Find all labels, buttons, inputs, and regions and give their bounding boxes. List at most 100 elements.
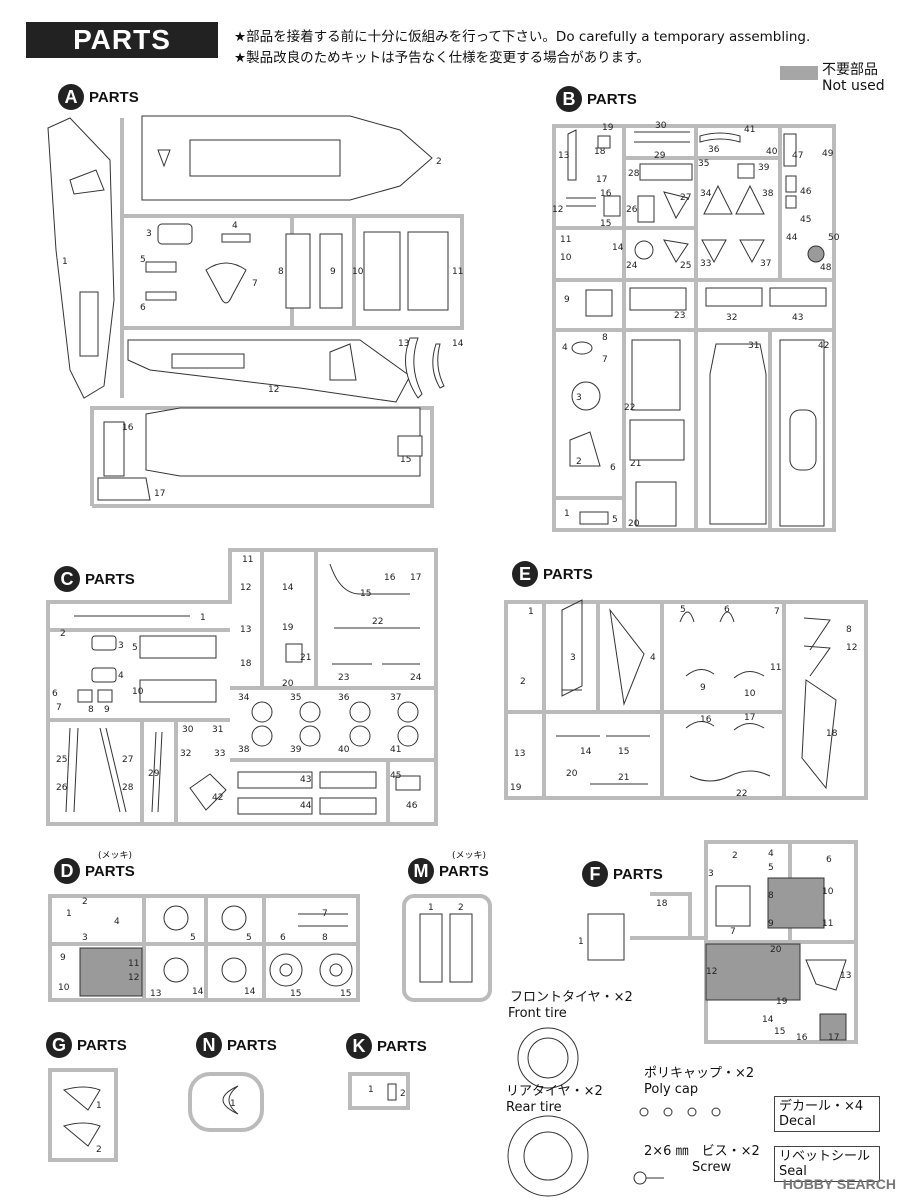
svg-text:1: 1 — [66, 909, 72, 919]
section-c-header: C PARTS — [54, 566, 135, 592]
svg-text:6: 6 — [140, 303, 146, 313]
svg-text:12: 12 — [552, 205, 563, 215]
svg-text:38: 38 — [238, 745, 250, 755]
svg-text:21: 21 — [618, 773, 629, 783]
svg-text:7: 7 — [730, 927, 736, 937]
svg-text:1: 1 — [62, 257, 68, 267]
svg-text:24: 24 — [626, 261, 638, 271]
svg-text:50: 50 — [828, 233, 840, 243]
decal-en: Decal — [779, 1114, 816, 1129]
svg-text:1: 1 — [368, 1085, 374, 1095]
section-d-label: PARTS — [85, 862, 135, 880]
svg-text:10: 10 — [744, 689, 756, 699]
svg-text:14: 14 — [244, 987, 256, 997]
svg-text:2: 2 — [82, 897, 88, 907]
svg-text:4: 4 — [118, 671, 124, 681]
svg-text:5: 5 — [768, 863, 774, 873]
svg-text:9: 9 — [330, 267, 336, 277]
svg-text:34: 34 — [238, 693, 250, 703]
svg-text:4: 4 — [650, 653, 656, 663]
svg-text:4: 4 — [562, 343, 568, 353]
svg-text:33: 33 — [214, 749, 225, 759]
svg-text:43: 43 — [300, 775, 311, 785]
section-d-badge: D — [54, 858, 80, 884]
svg-text:9: 9 — [700, 683, 706, 693]
section-d-header: D PARTS — [54, 858, 135, 884]
svg-text:6: 6 — [280, 933, 286, 943]
svg-text:9: 9 — [104, 705, 110, 715]
svg-text:35: 35 — [698, 159, 709, 169]
svg-text:36: 36 — [338, 693, 350, 703]
svg-text:22: 22 — [736, 789, 747, 799]
part-b31 — [709, 343, 767, 525]
section-n-label: PARTS — [227, 1036, 277, 1054]
screw-drawing — [633, 1171, 664, 1185]
svg-text:25: 25 — [56, 755, 67, 765]
svg-text:1: 1 — [578, 937, 584, 947]
svg-text:48: 48 — [820, 263, 832, 273]
svg-text:13: 13 — [240, 625, 251, 635]
svg-text:1: 1 — [200, 613, 206, 623]
section-k-label: PARTS — [377, 1037, 427, 1055]
screw-en: Screw — [692, 1160, 732, 1175]
svg-text:6: 6 — [826, 855, 832, 865]
svg-text:11: 11 — [242, 555, 253, 565]
svg-text:40: 40 — [766, 147, 778, 157]
svg-text:15: 15 — [618, 747, 629, 757]
svg-text:5: 5 — [190, 933, 196, 943]
svg-text:20: 20 — [628, 519, 640, 529]
svg-text:47: 47 — [792, 151, 803, 161]
svg-text:18: 18 — [826, 729, 838, 739]
svg-text:5: 5 — [680, 605, 686, 615]
section-f-header: F PARTS — [582, 861, 663, 887]
svg-text:2: 2 — [732, 851, 738, 861]
svg-text:16: 16 — [600, 189, 612, 199]
section-b-badge: B — [556, 86, 582, 112]
svg-text:8: 8 — [278, 267, 284, 277]
svg-text:5: 5 — [612, 515, 618, 525]
svg-text:29: 29 — [148, 769, 160, 779]
rear-tire-ja: リアタイヤ・×2 — [506, 1084, 603, 1099]
section-d-plating-note: (メッキ) — [98, 851, 133, 861]
svg-text:12: 12 — [268, 385, 279, 395]
section-f-badge: F — [582, 861, 608, 887]
section-e-badge: E — [512, 561, 538, 587]
section-e-header: E PARTS — [512, 561, 593, 587]
svg-text:32: 32 — [180, 749, 191, 759]
svg-text:39: 39 — [290, 745, 302, 755]
svg-text:1: 1 — [96, 1101, 102, 1111]
svg-text:38: 38 — [762, 189, 774, 199]
svg-text:34: 34 — [700, 189, 712, 199]
svg-text:45: 45 — [390, 771, 401, 781]
svg-text:17: 17 — [596, 175, 607, 185]
svg-text:25: 25 — [680, 261, 691, 271]
svg-text:1: 1 — [528, 607, 534, 617]
svg-text:11: 11 — [560, 235, 571, 245]
svg-text:18: 18 — [594, 147, 606, 157]
svg-text:17: 17 — [154, 489, 165, 499]
svg-text:3: 3 — [118, 641, 124, 651]
svg-text:14: 14 — [612, 243, 624, 253]
section-k-header: K PARTS — [346, 1033, 427, 1059]
section-e-label: PARTS — [543, 565, 593, 583]
svg-text:10: 10 — [352, 267, 364, 277]
svg-text:19: 19 — [510, 783, 522, 793]
svg-text:16: 16 — [796, 1033, 808, 1043]
not-used-legend: 不要部品 Not used — [822, 62, 885, 94]
polycap-ja: ポリキャップ・×2 — [644, 1066, 755, 1081]
svg-text:30: 30 — [655, 121, 667, 131]
svg-text:21: 21 — [630, 459, 641, 469]
decal-ja: デカール・×4 — [779, 1099, 864, 1114]
svg-text:2: 2 — [60, 629, 66, 639]
svg-text:2: 2 — [520, 677, 526, 687]
svg-text:5: 5 — [132, 643, 138, 653]
svg-text:39: 39 — [758, 163, 770, 173]
svg-text:13: 13 — [514, 749, 525, 759]
svg-text:10: 10 — [560, 253, 572, 263]
svg-text:7: 7 — [56, 703, 62, 713]
svg-text:11: 11 — [128, 959, 139, 969]
svg-text:18: 18 — [656, 899, 668, 909]
